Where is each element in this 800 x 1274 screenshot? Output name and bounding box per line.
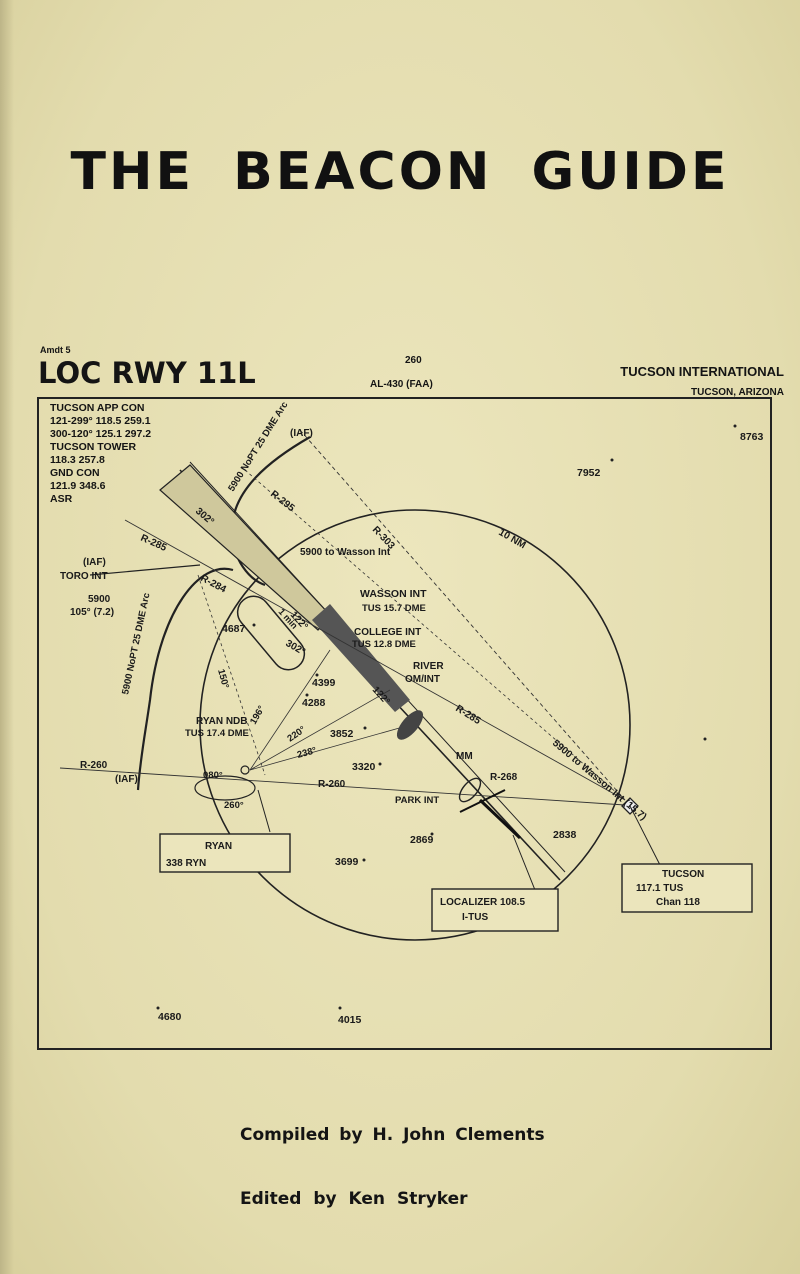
mm-label: MM: [456, 751, 473, 762]
procedure-title: LOC RWY 11L: [38, 356, 256, 390]
page-number: 260: [405, 355, 422, 366]
outer-marker: [396, 710, 424, 740]
iaf-north: (IAF): [290, 428, 313, 439]
comm-line: 300-120° 125.1 297.2: [50, 428, 152, 440]
course-302-label: 302°: [284, 638, 307, 658]
elev-2838: 2838: [553, 829, 577, 841]
loc-box-id: I-TUS: [462, 912, 488, 923]
ten-nm-circle: [199, 509, 631, 941]
radial-268-label: R-268: [490, 772, 518, 783]
tucson-box-title: TUCSON: [662, 869, 704, 880]
radial-260-label: R-260: [80, 760, 108, 771]
spot-elevations: [156, 424, 737, 1010]
toro-course: 105° (7.2): [70, 607, 114, 618]
radial-303: [299, 429, 626, 801]
comm-line: TUCSON APP CON: [50, 402, 145, 414]
dme-arc-west: [136, 567, 234, 791]
communications-block: TUCSON APP CON 121-299° 118.5 259.1 300-…: [50, 402, 151, 506]
approach-chart-frame: [37, 397, 772, 1050]
om-int-label: OM/INT: [405, 674, 440, 685]
toro-alt: 5900: [88, 594, 111, 605]
course-220: [249, 689, 391, 771]
course-196: [249, 649, 331, 771]
course-arrow: [312, 604, 410, 712]
comm-line: 121-299° 118.5 259.1: [50, 415, 151, 427]
localizer-navaid-box: LOCALIZER 108.5 I-TUS: [431, 888, 559, 932]
ryan-ndb-symbol: [240, 765, 250, 775]
holding-pattern: [236, 595, 306, 671]
park-label: PARK INT: [395, 795, 439, 806]
wasson-right-label: 5900 to Wasson Int (15.7): [550, 738, 648, 823]
iaf-toro: (IAF): [83, 557, 106, 568]
airport-city: TUCSON, ARIZONA: [691, 387, 784, 398]
radial-284-label: R-284: [199, 573, 229, 596]
radial-285-label-2: R-285: [453, 703, 482, 727]
wasson-int-label: WASSON INT: [360, 588, 427, 600]
amendment-label: Amdt 5: [40, 345, 71, 355]
comm-line: 121.9 348.6: [50, 480, 106, 492]
ryan-box-freq: 338 RYN: [166, 858, 206, 869]
ryan-callout: [257, 789, 271, 833]
course-080-label: 080°: [203, 770, 223, 781]
loc-callout: [512, 834, 536, 891]
college-dme-label: TUS 12.8 DME: [352, 639, 416, 650]
tucson-vor-box: TUCSON 117.1 TUS Chan 118: [621, 863, 753, 913]
comm-line: TUCSON TOWER: [50, 441, 137, 453]
ryan-box-title: RYAN: [205, 841, 232, 852]
elev-8763: 8763: [740, 431, 764, 443]
iaf-west: (IAF): [115, 774, 138, 785]
comm-line: ASR: [50, 493, 73, 505]
edited-by: Edited by Ken Stryker: [240, 1189, 468, 1209]
ryan-holding: [194, 775, 256, 801]
radial-260-label-2: R-260: [318, 779, 346, 790]
compiled-by: Compiled by H. John Clements: [240, 1125, 545, 1145]
wasson-to-label: 5900 to Wasson Int: [300, 547, 391, 558]
college-int-label: COLLEGE INT: [354, 627, 421, 638]
ryan-dme-label: TUS 17.4 DME: [185, 728, 249, 739]
airport-name: TUCSON INTERNATIONAL: [620, 364, 784, 379]
comm-line: 118.3 257.8: [50, 454, 105, 466]
course-238-label: 238°: [296, 745, 318, 761]
middle-marker: [458, 777, 482, 803]
elev-7952: 7952: [577, 467, 601, 479]
river-label: RIVER: [413, 661, 444, 672]
chart-id: AL-430 (FAA): [370, 379, 433, 390]
wasson-dme-label: TUS 15.7 DME: [362, 603, 426, 614]
course-238: [249, 724, 411, 771]
elev-4680: 4680: [158, 1011, 182, 1023]
ten-nm-label: 10 NM: [497, 527, 528, 551]
course-220-label: 220°: [285, 724, 308, 744]
course-196-label: 196°: [248, 704, 267, 727]
toro-leader: [89, 564, 201, 576]
elev-4015: 4015: [338, 1014, 362, 1026]
course-150-label: 150°: [215, 668, 231, 690]
tucson-box-freq: 117.1 TUS: [636, 883, 684, 894]
arc-label-north: 5900 NoPT 25 DME Arc: [226, 400, 290, 494]
course-260-label: 260°: [224, 800, 244, 811]
arc-label-west: 5900 NoPT 25 DME Arc: [120, 592, 152, 696]
book-title: THE BEACON GUIDE: [70, 142, 730, 202]
ryan-ndb-label: RYAN NDB: [196, 716, 248, 727]
elev-3320: 3320: [352, 761, 376, 773]
radial-285: [124, 519, 626, 801]
elev-4399: 4399: [312, 677, 336, 689]
elev-3852: 3852: [330, 728, 354, 740]
comm-line: GND CON: [50, 467, 100, 479]
elev-4687: 4687: [222, 623, 246, 635]
elev-2869: 2869: [410, 834, 434, 846]
radial-260: [59, 767, 626, 806]
course-150: [197, 574, 266, 776]
toro-int: TORO INT: [60, 571, 108, 582]
vor-callout: [629, 805, 661, 866]
runway-11l: [478, 798, 522, 840]
spine-shadow: [0, 0, 14, 1274]
elev-3699: 3699: [335, 856, 359, 868]
loc-box-title: LOCALIZER 108.5: [440, 897, 525, 908]
tucson-box-chan: Chan 118: [656, 897, 700, 908]
radial-295-label: R-295: [268, 489, 297, 515]
ryan-navaid-box: RYAN 338 RYN: [159, 833, 291, 873]
elev-4288: 4288: [302, 697, 326, 709]
